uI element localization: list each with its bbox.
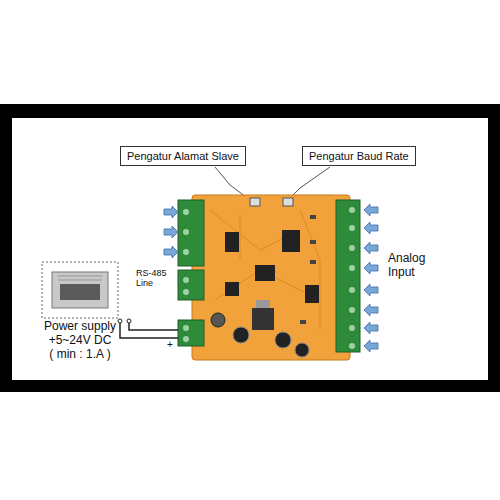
annotation-label: + bbox=[167, 339, 177, 351]
callout-text: Pengatur Baud Rate bbox=[309, 150, 409, 162]
callout-box: Pengatur Baud Rate bbox=[302, 146, 416, 166]
callout-box: Pengatur Alamat Slave bbox=[120, 146, 246, 166]
callout-text: Pengatur Alamat Slave bbox=[127, 150, 239, 162]
annotation-label: Power supply bbox=[25, 320, 135, 334]
annotation-label: RS-485 Line bbox=[136, 268, 172, 289]
annotation-label: ( min : 1.A ) bbox=[25, 348, 135, 362]
annotation-label: Analog Input bbox=[388, 252, 438, 280]
annotation-label: +5~24V DC bbox=[25, 334, 135, 348]
